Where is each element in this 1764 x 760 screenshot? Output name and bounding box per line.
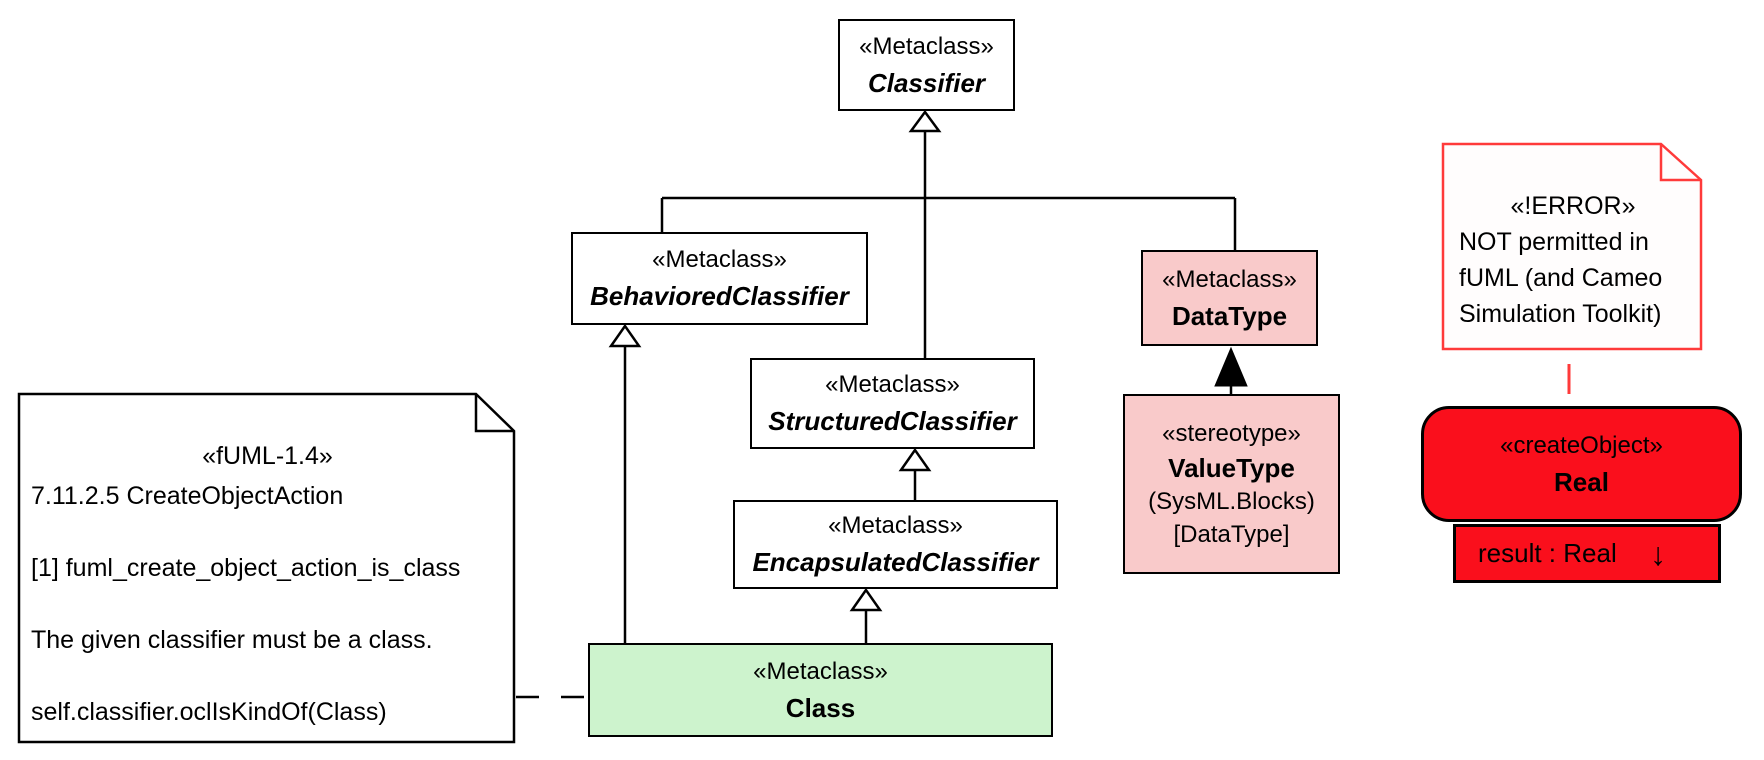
structuredclassifier-name: StructuredClassifier [768, 406, 1017, 436]
create-object-action-node: «createObject» Real [1421, 406, 1742, 522]
stereotype-label: «Metaclass» [859, 32, 994, 60]
class-name: Class [785, 692, 856, 723]
classifier-name: Classifier [867, 67, 986, 98]
valuetype-package-label: (SysML.Blocks) [1148, 487, 1315, 515]
metaclass-behavioredclassifier-node: «Metaclass» BehavioredClassifier [571, 232, 868, 325]
result-output-pin: result : Real ↓ [1453, 524, 1721, 583]
generalization-arrowhead-classifier-icon [908, 109, 942, 133]
fuml-note-line: [1] fuml_create_object_action_is_class [31, 554, 461, 582]
encapsulatedclassifier-name: EncapsulatedClassifier [752, 547, 1039, 577]
error-note-fold-icon [1659, 144, 1701, 182]
stereotype-label: «stereotype» [1162, 419, 1301, 447]
stereotype-label: «Metaclass» [652, 246, 787, 273]
fuml-note-fold-icon [474, 394, 514, 433]
metaclass-class-node: «Metaclass» Class [588, 643, 1053, 737]
metaclass-datatype-node: «Metaclass» DataType [1141, 250, 1318, 346]
fuml-note-shape [17, 392, 516, 744]
error-note-line: Simulation Toolkit) [1459, 300, 1662, 328]
output-pin-arrow-icon: ↓ [1650, 535, 1666, 572]
metaclass-encapsulatedclassifier-node: «Metaclass» EncapsulatedClassifier [733, 500, 1058, 589]
behavioredclassifier-name: BehavioredClassifier [590, 281, 849, 311]
fuml-note-stereotype: «fUML-1.4» [202, 442, 333, 470]
stereotype-label: «Metaclass» [1162, 265, 1297, 293]
error-note: «!ERROR» NOT permitted in fUML (and Came… [1443, 144, 1701, 349]
stereotype-label: «Metaclass» [753, 657, 888, 685]
metaclass-classifier-node: «Metaclass» Classifier [838, 19, 1015, 111]
fuml-note-line: self.classifier.oclIsKindOf(Class) [31, 698, 387, 726]
fuml-constraint-note: «fUML-1.4» 7.11.2.5 CreateObjectAction [… [19, 394, 514, 742]
fuml-note-line: 7.11.2.5 CreateObjectAction [31, 482, 344, 510]
generalization-arrowhead-behaviored-icon [608, 323, 642, 348]
error-note-stereotype: «!ERROR» [1510, 192, 1636, 220]
create-object-action-name: Real [1554, 466, 1609, 497]
metaclass-structuredclassifier-node: «Metaclass» StructuredClassifier [750, 358, 1035, 449]
valuetype-name: ValueType [1168, 452, 1295, 483]
error-note-shape [1441, 142, 1703, 351]
generalization-arrowhead-encapsulated-icon [849, 587, 883, 612]
stereotype-label: «Metaclass» [828, 512, 963, 539]
error-note-line: NOT permitted in [1459, 228, 1649, 256]
datatype-name: DataType [1171, 300, 1288, 331]
fuml-note-line: The given classifier must be a class. [31, 626, 433, 654]
valuetype-base-metaclass-label: [DataType] [1173, 520, 1290, 548]
generalization-arrowhead-structured-icon [898, 447, 932, 472]
result-pin-label: result : Real [1478, 538, 1617, 568]
stereotype-valuetype-node: «stereotype» ValueType (SysML.Blocks) [D… [1123, 394, 1340, 574]
extension-arrowhead-icon [1214, 346, 1248, 387]
stereotype-label: «Metaclass» [825, 371, 960, 398]
error-note-line: fUML (and Cameo [1459, 264, 1663, 292]
stereotype-label: «createObject» [1500, 431, 1663, 459]
